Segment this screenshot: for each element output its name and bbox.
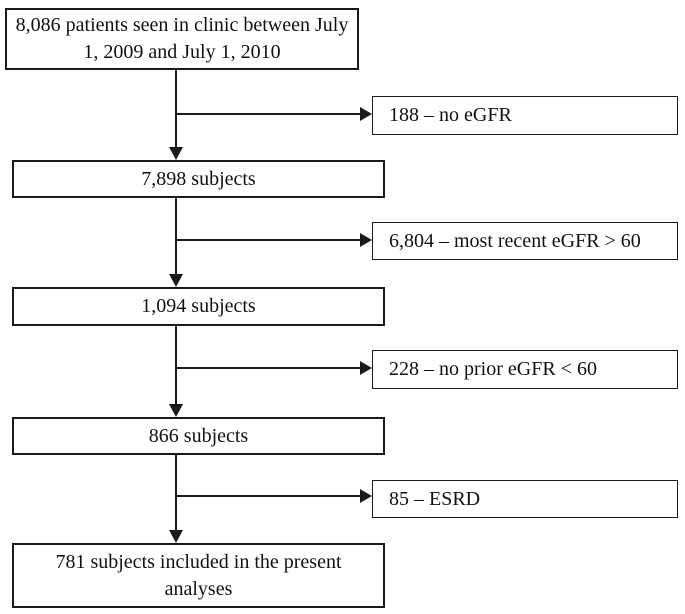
arrow-right-icon — [360, 361, 372, 375]
branch-line-2 — [176, 239, 360, 241]
arrow-down-icon — [169, 274, 183, 287]
flow-box-subjects-included-label: 781 subjects included in the present ana… — [55, 550, 342, 600]
flow-box-patients-seen: 8,086 patients seen in clinic between Ju… — [5, 8, 359, 70]
exclusion-box-no-prior-egfr: 228 – no prior eGFR < 60 — [372, 350, 678, 389]
flow-box-866-subjects: 866 subjects — [12, 417, 385, 455]
branch-line-4 — [176, 495, 360, 497]
connector-line-4 — [175, 454, 177, 532]
arrow-down-icon — [169, 530, 183, 543]
exclusion-box-esrd: 85 – ESRD — [372, 480, 678, 518]
arrow-right-icon — [360, 107, 372, 121]
arrow-right-icon — [360, 233, 372, 247]
flow-box-866-subjects-label: 866 subjects — [148, 424, 249, 447]
flow-box-1094-subjects: 1,094 subjects — [12, 287, 385, 326]
arrow-right-icon — [360, 489, 372, 503]
flow-box-7898-subjects-label: 7,898 subjects — [141, 167, 256, 190]
connector-line-2 — [175, 197, 177, 276]
branch-line-1 — [176, 113, 360, 115]
flow-box-7898-subjects: 7,898 subjects — [12, 160, 385, 198]
arrow-down-icon — [169, 147, 183, 160]
exclusion-box-esrd-label: 85 – ESRD — [389, 487, 481, 510]
connector-line-3 — [175, 325, 177, 406]
exclusion-box-no-egfr: 188 – no eGFR — [372, 96, 678, 135]
arrow-down-icon — [169, 404, 183, 417]
flow-box-1094-subjects-label: 1,094 subjects — [141, 295, 256, 317]
flow-box-patients-seen-label: 8,086 patients seen in clinic between Ju… — [15, 14, 349, 63]
flow-box-subjects-included: 781 subjects included in the present ana… — [12, 543, 385, 608]
exclusion-box-no-prior-egfr-label: 228 – no prior eGFR < 60 — [389, 358, 597, 380]
connector-line-1 — [175, 69, 177, 149]
exclusion-box-most-recent-egfr: 6,804 – most recent eGFR > 60 — [372, 222, 678, 260]
exclusion-box-no-egfr-label: 188 – no eGFR — [389, 104, 512, 126]
branch-line-3 — [176, 367, 360, 369]
exclusion-box-most-recent-egfr-label: 6,804 – most recent eGFR > 60 — [389, 229, 641, 252]
